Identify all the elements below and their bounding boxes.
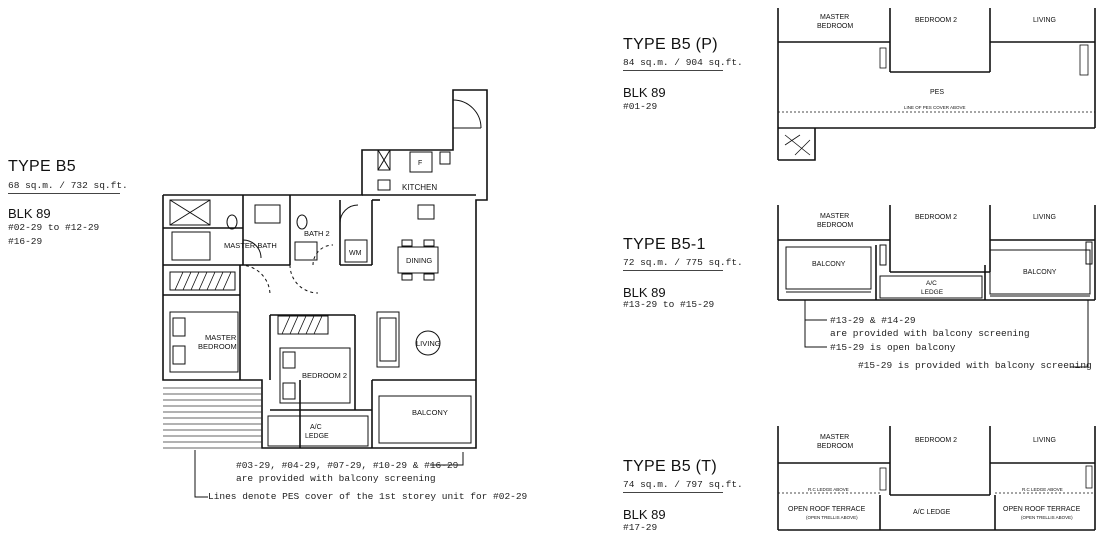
b51-note3: #15-29 is provided with balcony screenin… xyxy=(858,360,1092,371)
b51-label-master-1: MASTER xyxy=(820,213,849,220)
b5p-label-pes-cover: LINE OF PES COVER ABOVE xyxy=(904,105,966,110)
b5t-label-rc-right: R.C LEDGE ABOVE xyxy=(1022,487,1063,492)
b51-note2: #15-29 is open balcony xyxy=(830,342,956,353)
b51-label-balcony-right: BALCONY xyxy=(1023,269,1057,276)
b5p-block: BLK 89 xyxy=(623,85,666,100)
b5t-label-master-1: MASTER xyxy=(820,434,849,441)
b5t-area: 74 sq.m. / 797 sq.ft. xyxy=(623,479,743,490)
b51-block: BLK 89 xyxy=(623,285,666,300)
b5p-area: 84 sq.m. / 904 sq.ft. xyxy=(623,57,743,68)
b5p-label-bedroom-2: BEDROOM 2 xyxy=(915,17,957,24)
b51-label-balcony-left: BALCONY xyxy=(812,261,846,268)
b5-block: BLK 89 xyxy=(8,206,51,221)
b51-area: 72 sq.m. / 775 sq.ft. xyxy=(623,257,743,268)
b5-note1-line2: are provided with balcony screening xyxy=(236,473,436,484)
b5t-label-living: LIVING xyxy=(1033,437,1056,444)
b5t-label-terrace-right: OPEN ROOF TERRACE xyxy=(1003,506,1081,513)
b5-units-line1: #02-29 to #12-29 xyxy=(8,222,100,233)
b5-label-master-2: BEDROOM xyxy=(198,342,237,351)
b5t-label-rc-left: R.C LEDGE ABOVE xyxy=(808,487,849,492)
b5-label-bath-2: BATH 2 xyxy=(304,229,330,238)
b5-note1-line1: #03-29, #04-29, #07-29, #10-29 & #16-29 xyxy=(236,460,459,471)
b5-label-master-1: MASTER xyxy=(205,333,237,342)
b51-label-ac-2: LEDGE xyxy=(921,289,944,296)
b5p-label-master-2: BEDROOM xyxy=(817,23,853,30)
b5-title-rule xyxy=(8,193,120,194)
b5p-label-pes: PES xyxy=(930,89,944,96)
b5p-label-master-1: MASTER xyxy=(820,14,849,21)
b5t-label-trellis-right: (OPEN TRELLIS ABOVE) xyxy=(1021,515,1073,520)
b5t-label-ac-ledge: A/C LEDGE xyxy=(913,509,951,516)
b51-units: #13-29 to #15-29 xyxy=(623,299,715,310)
b51-note1-line1: #13-29 & #14-29 xyxy=(830,315,916,326)
b5p-label-living: LIVING xyxy=(1033,17,1056,24)
b5-label-ac-2: LEDGE xyxy=(305,433,329,440)
b51-label-bedroom-2: BEDROOM 2 xyxy=(915,214,957,221)
b51-title: TYPE B5-1 xyxy=(623,236,706,253)
b51-label-master-2: BEDROOM xyxy=(817,222,853,229)
b5-label-ac-1: A/C xyxy=(310,424,322,431)
b5-note2: Lines denote PES cover of the 1st storey… xyxy=(208,491,528,502)
b5t-title: TYPE B5 (T) xyxy=(623,458,717,475)
b5p-units: #01-29 xyxy=(623,101,658,112)
b51-label-ac-1: A/C xyxy=(926,280,937,287)
b51-note1-line2: are provided with balcony screening xyxy=(830,328,1030,339)
b5-label-living: LIVING xyxy=(416,339,441,348)
b5-title: TYPE B5 xyxy=(8,158,76,175)
b5t-label-bedroom-2: BEDROOM 2 xyxy=(915,437,957,444)
b5-label-dining: DINING xyxy=(406,256,432,265)
b51-label-living: LIVING xyxy=(1033,214,1056,221)
b5p-title: TYPE B5 (P) xyxy=(623,36,718,53)
b5t-label-trellis-left: (OPEN TRELLIS ABOVE) xyxy=(806,515,858,520)
b51-title-rule xyxy=(623,270,723,271)
b5t-units: #17-29 xyxy=(623,522,658,533)
b5t-title-rule xyxy=(623,492,723,493)
b5-label-fridge: F xyxy=(418,160,422,167)
b5-label-wm: WM xyxy=(349,250,362,257)
b5-label-bedroom-2: BEDROOM 2 xyxy=(302,371,347,380)
b5p-title-rule xyxy=(623,70,723,71)
b5-label-kitchen: KITCHEN xyxy=(402,183,437,192)
b5-units-line2: #16-29 xyxy=(8,236,43,247)
b5t-label-master-2: BEDROOM xyxy=(817,443,853,450)
b5t-block: BLK 89 xyxy=(623,507,666,522)
b5-label-master-bath: MASTER BATH xyxy=(224,241,277,250)
b5-area: 68 sq.m. / 732 sq.ft. xyxy=(8,180,128,191)
b5-label-balcony: BALCONY xyxy=(412,408,448,417)
b5t-label-terrace-left: OPEN ROOF TERRACE xyxy=(788,506,866,513)
